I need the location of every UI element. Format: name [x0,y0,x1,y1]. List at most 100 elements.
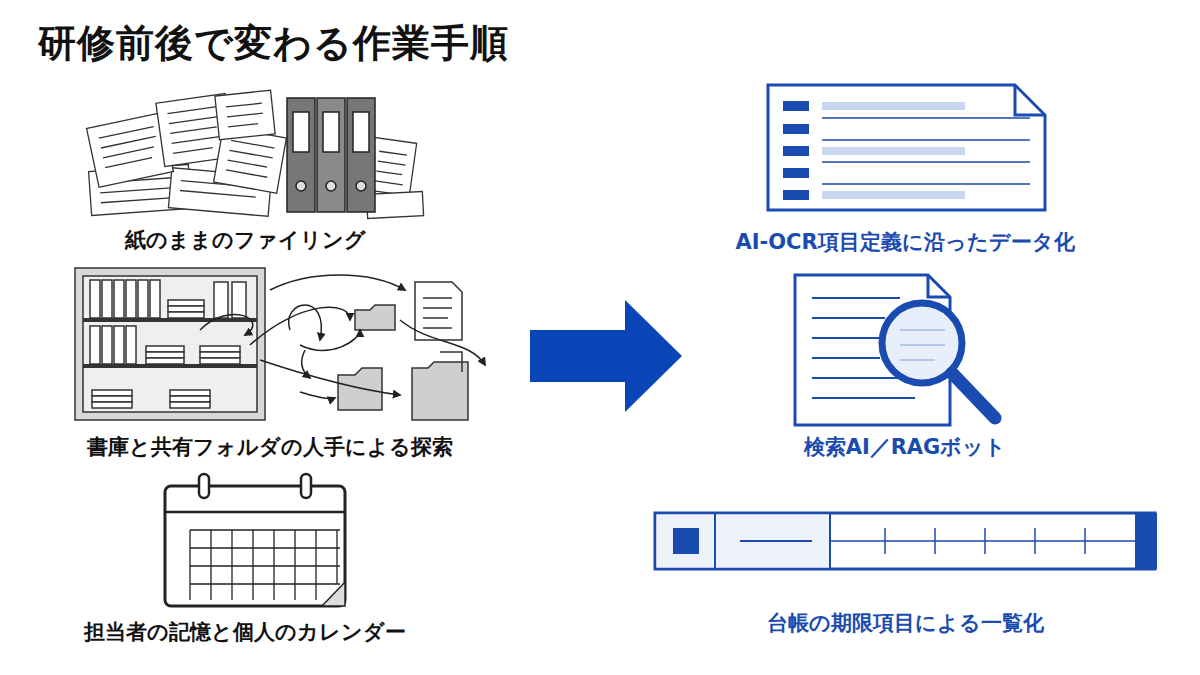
bookshelf-part-part [200,358,240,364]
form-icon [768,85,1045,210]
form-icon-part [1015,85,1045,115]
bookshelf [75,268,265,420]
binders-part [287,98,315,212]
search-arrows-part [260,360,400,395]
form-icon-part [768,85,1045,210]
transition-arrow [530,300,682,412]
bookshelf-part-part [146,358,184,364]
bookshelf-part-part [114,280,124,318]
form-icon-part-part [783,146,809,156]
folders-part [355,305,395,330]
illustrated-step: 紙のままのファイリング [60,90,430,253]
bookshelf-part-part [126,326,136,364]
ledger-bar-part [1135,513,1157,569]
bookshelf-part-part [146,346,184,352]
search-arrows [200,275,485,399]
search-arrows-part [250,307,350,345]
binders-part [296,181,306,191]
bookshelf-part-part [146,352,184,358]
form-icon-part [783,101,809,200]
search-arrows-part [270,275,405,290]
paper-pile [87,90,424,218]
paper-pile-part-part [226,103,264,127]
bookshelf-part-part [170,390,210,396]
folders-part [440,352,462,372]
binders-part [347,98,375,212]
folders-part [338,368,382,410]
binders-part [293,112,309,152]
search-arrows-part [302,350,310,378]
paper-pile-part-part [374,151,407,195]
step-caption: 台帳の期限項目による一覧化 [767,610,1044,636]
ledger-bar-part [740,540,812,542]
step-caption: 検索AI／RAGボット [804,434,1007,460]
illustrated-step: AI-OCR項目定義に沿ったデータ化 [700,80,1110,255]
bookshelf-part-part [168,300,204,306]
form-icon-part-part [783,168,809,178]
bookshelf-part-part [200,352,240,358]
binders-part [356,181,366,191]
bookshelf-part-part [92,390,132,396]
bookshelf-part-part [170,396,210,402]
calendar [165,474,345,606]
ledger-bar-part [715,513,830,569]
paper-pile-part-part [226,140,275,177]
ledger-bar [655,513,1157,569]
binders-part [353,112,369,152]
form-icon-part-part [822,102,965,110]
form-icon-part-part [783,124,809,134]
bookshelf-part-part [92,396,132,402]
bookshelf-part-part [138,280,148,318]
paper-pile-part-part [99,127,160,168]
form-icon-part-part [822,191,965,199]
illustrated-step: 検索AI／RAGボット [700,265,1110,460]
calendar-part [190,530,340,600]
bookshelf-part-part [90,326,100,364]
ledger-bar-part [655,513,1155,569]
bookshelf-part-part [168,306,204,312]
search-arrows-part [400,320,485,365]
step-caption: AI-OCR項目定義に沿ったデータ化 [735,229,1074,255]
step-caption: 書庫と共有フォルダの人手による探索 [87,434,453,460]
search-arrows-part [289,305,322,340]
paper-pile-part [215,90,275,140]
calendar-part [322,582,345,606]
bookshelf-part-part [150,280,160,318]
ledger-bar-part [830,528,1135,554]
illustrated-step: 担当者の記憶と個人のカレンダー [60,470,430,645]
illustrated-step: 書庫と共有フォルダの人手による探索 [60,262,480,460]
bookshelf-part-part [214,282,228,318]
search-icon-part [928,275,950,297]
ledger-bar-part [673,528,699,554]
bookshelf-part-part [114,326,124,364]
binders-part [323,112,339,152]
search-arrows-part [200,314,253,335]
bookshelf-part-part [102,326,112,364]
folders-part [415,282,462,340]
bookshelf-part-part [102,280,112,318]
bookshelf-part-part [92,402,132,408]
bookshelf-part [83,320,257,366]
paper-pile-part-part [167,107,222,154]
binders-part [326,181,336,191]
folders-part [412,362,468,420]
binders-part [317,98,345,212]
search-arrows-part [300,392,335,399]
search-arrows-part [300,330,360,350]
bookshelf-part-part [168,312,204,318]
bookshelf-part-part [126,280,136,318]
calendar-part [165,511,345,514]
folders-part [423,298,452,328]
binders [287,98,375,212]
ledger-bar-part [657,515,830,568]
form-icon-part [822,118,1030,184]
illustrated-step: 台帳の期限項目による一覧化 [650,505,1160,636]
bookshelf-part [75,268,265,420]
search-icon [795,275,995,425]
bookshelf-part-part [90,280,100,318]
bookshelf-part [83,276,257,412]
calendar-part [301,474,311,498]
folders [338,282,468,420]
